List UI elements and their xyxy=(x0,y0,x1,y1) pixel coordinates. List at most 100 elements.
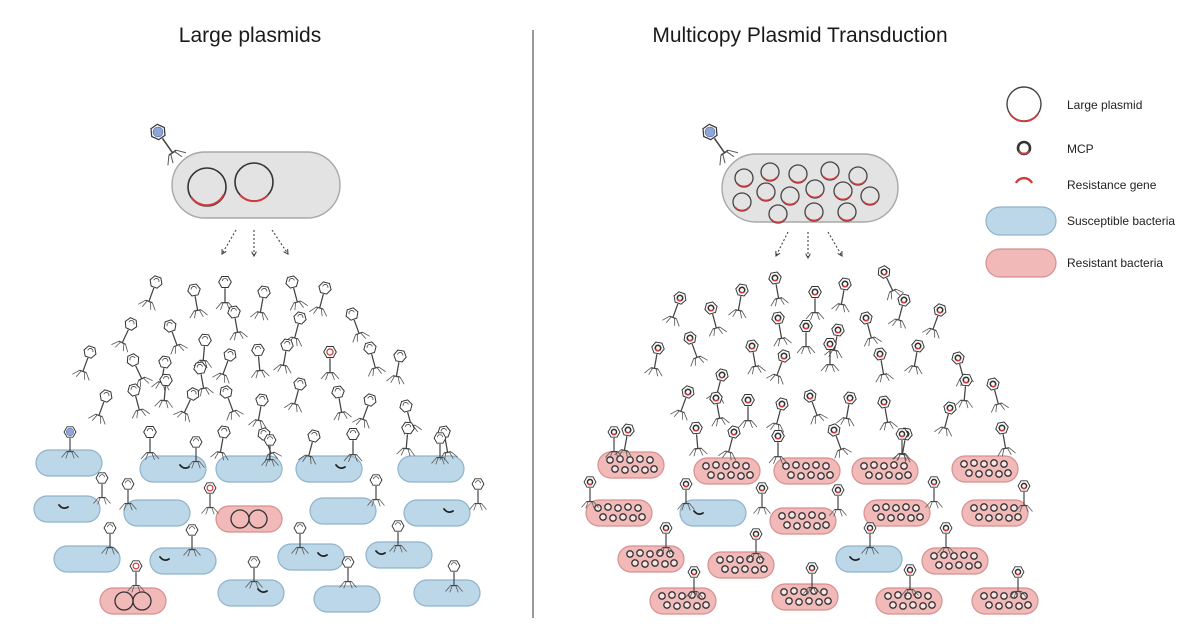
phage-icon xyxy=(904,339,925,375)
left-panel-title: Large plasmids xyxy=(178,24,322,47)
phage-icon xyxy=(154,373,173,409)
dotted-arrow xyxy=(271,229,289,255)
phage-icon xyxy=(670,385,695,421)
phage-icon xyxy=(284,311,307,347)
phage-icon xyxy=(126,353,153,389)
phage-icon xyxy=(768,271,789,307)
phage-icon xyxy=(245,556,263,589)
phage-icon xyxy=(836,391,857,427)
dotted-arrow xyxy=(827,231,843,257)
phage-icon xyxy=(937,522,955,555)
legend xyxy=(985,86,1057,278)
susceptible-bacterium xyxy=(123,499,191,527)
phage-icon xyxy=(352,393,377,429)
phage-icon xyxy=(951,351,974,387)
phage-icon xyxy=(119,478,137,511)
phage-icon xyxy=(173,387,200,423)
resistant-bacterium xyxy=(771,583,839,611)
phage-icon xyxy=(140,426,160,461)
phage-icon xyxy=(766,349,791,385)
phage-icon xyxy=(193,333,212,369)
phage-icon xyxy=(248,393,269,429)
phage-icon xyxy=(396,421,415,457)
donor-cell-left xyxy=(171,151,341,219)
susceptible-bacterium xyxy=(139,455,207,483)
phage-icon xyxy=(193,361,214,397)
large-plasmid-icon xyxy=(132,591,152,611)
phage-icon xyxy=(219,385,244,421)
phage-icon xyxy=(803,389,828,425)
phage-icon xyxy=(291,522,309,555)
dotted-arrow xyxy=(805,232,811,260)
phage-icon xyxy=(251,343,270,379)
resistant-bacterium xyxy=(863,499,931,527)
phage-icon xyxy=(445,560,463,593)
phage-icon xyxy=(718,425,741,461)
legend-label-susceptible: Susceptible bacteria xyxy=(1067,214,1176,228)
susceptible-bacterium xyxy=(413,579,481,607)
phage-icon xyxy=(187,436,205,469)
phage-icon xyxy=(469,478,487,511)
susceptible-bacterium xyxy=(403,499,471,527)
phage-icon xyxy=(831,277,852,313)
phage-icon xyxy=(343,428,363,463)
legend-label-resistant: Resistant bacteria xyxy=(1067,256,1164,270)
phage-icon xyxy=(298,429,321,465)
phage-icon xyxy=(261,434,279,467)
phage-icon xyxy=(614,423,635,459)
phage-icon xyxy=(273,338,294,374)
phage-icon xyxy=(689,421,708,457)
resistant-bacterium xyxy=(693,457,761,485)
phage-icon xyxy=(657,522,675,555)
phage-icon xyxy=(284,377,307,413)
phage-icon xyxy=(805,286,825,321)
resistant-bacterium xyxy=(961,499,1029,527)
susceptible-bacterium xyxy=(277,543,345,571)
susceptible-bacterium xyxy=(215,455,283,483)
phage-icon xyxy=(72,345,97,381)
phage-icon xyxy=(820,338,840,373)
susceptible-bacterium xyxy=(35,449,103,477)
phage-icon xyxy=(877,265,904,301)
phage-icon xyxy=(925,476,943,509)
right-panel-title: Multicopy Plasmid Transduction xyxy=(652,24,948,47)
phage-icon xyxy=(212,348,237,384)
phage-icon xyxy=(768,430,788,465)
phage-icon xyxy=(662,291,687,327)
phage-icon xyxy=(320,346,340,381)
phage-icon xyxy=(709,391,730,427)
resistant-bacterium xyxy=(769,507,837,535)
phage-icon xyxy=(581,476,599,509)
phage-icon xyxy=(285,275,308,311)
phage-icon xyxy=(745,339,766,375)
phage-icon xyxy=(922,303,947,339)
susceptible-bacterium xyxy=(679,499,747,527)
phage-icon xyxy=(210,425,231,461)
phage-icon xyxy=(753,482,771,515)
phage-icon xyxy=(704,301,727,337)
phage-icon xyxy=(766,397,789,433)
susceptible-bacterium xyxy=(53,545,121,573)
dotted-arrow xyxy=(251,230,257,258)
legend-label-mcp: MCP xyxy=(1067,142,1094,156)
phage-icon xyxy=(738,394,758,429)
legend-label-resistance-gene: Resistance gene xyxy=(1067,178,1157,192)
legend-label-large-plasmid: Large plasmid xyxy=(1067,98,1143,112)
large-plasmid-icon xyxy=(248,509,268,529)
phage-icon xyxy=(827,423,852,459)
resistant-bacterium xyxy=(215,505,283,533)
susceptible-bacterium xyxy=(397,455,465,483)
legend-resistant-icon xyxy=(985,248,1057,278)
phage-icon xyxy=(345,307,370,343)
phage-icon xyxy=(861,522,879,555)
phage-icon xyxy=(331,385,352,421)
phage-icon xyxy=(995,421,1016,457)
susceptible-bacterium xyxy=(309,497,377,525)
phage-icon xyxy=(877,395,898,431)
resistant-bacterium xyxy=(971,587,1039,615)
phage-icon xyxy=(215,276,235,311)
phage-icon xyxy=(893,428,911,461)
phage-icon xyxy=(677,478,695,511)
phage-icon xyxy=(367,474,385,507)
